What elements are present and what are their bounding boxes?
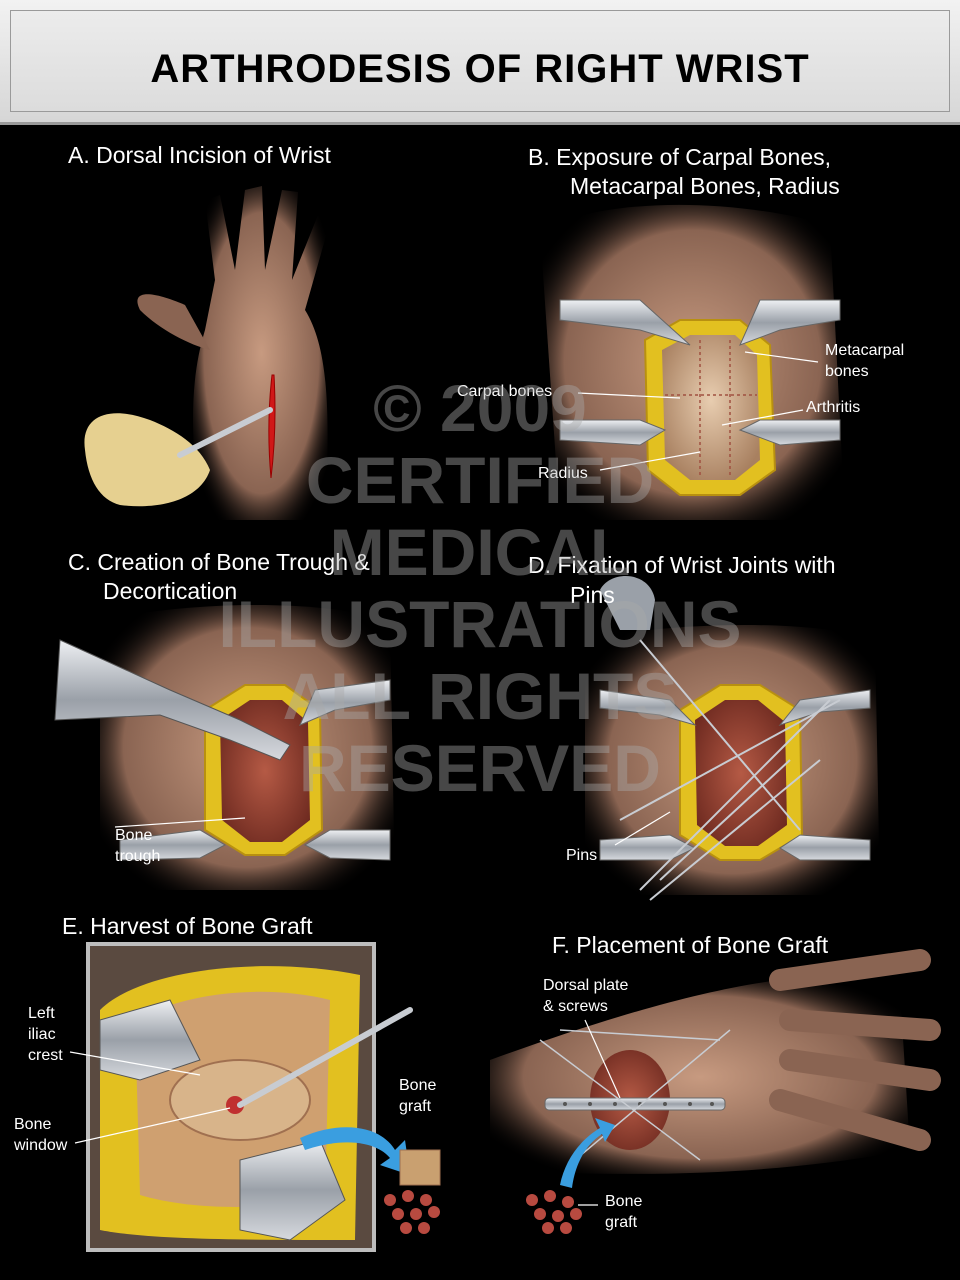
rongeur (54, 639, 291, 761)
label-metacarpal-1: Metacarpal (825, 342, 905, 359)
label-bone-trough-1: Bone (115, 827, 153, 844)
label-iliac-2: iliac (28, 1026, 56, 1043)
retractor-d-4 (779, 834, 871, 861)
dorsal-plate (544, 1097, 726, 1111)
drill (600, 576, 655, 630)
retractor-c-2 (299, 679, 391, 726)
panel-c-title-line2: Decortication (103, 578, 238, 604)
panel-a-illustration (84, 186, 330, 520)
label-iliac-1: Left (28, 1005, 55, 1022)
retractor-b-3 (559, 419, 667, 446)
retractor-c-1 (119, 829, 227, 861)
scalpel (177, 407, 273, 458)
panel-f-title: F. Placement of Bone Graft (552, 932, 829, 958)
carpal-bones-b (662, 335, 760, 480)
label-pins: Pins (566, 847, 598, 864)
thumb-shape (137, 294, 210, 350)
retractor-d-3 (599, 834, 697, 861)
retractor-b-4 (738, 419, 841, 446)
bone-graft-block (399, 1149, 441, 1186)
label-bone-graft-f-2: graft (605, 1214, 638, 1231)
title-frame: ARTHRODESIS OF RIGHT WRIST (10, 10, 950, 112)
panel-f-illustration (490, 949, 941, 1234)
panel-b-title-line2: Metacarpal Bones, Radius (570, 173, 840, 199)
label-carpal-bones: Carpal bones (457, 383, 553, 400)
retractor-c-3 (303, 829, 391, 861)
panel-c-illustration (54, 605, 395, 890)
plate-screws (563, 1102, 714, 1106)
panel-e-title: E. Harvest of Bone Graft (62, 913, 313, 939)
retractor-d-1 (599, 689, 697, 727)
label-bone-graft-e-1: Bone (399, 1077, 437, 1094)
label-radius: Radius (538, 465, 588, 482)
panel-b-title-line1: B. Exposure of Carpal Bones, (528, 144, 831, 170)
panel-e-illustration (69, 942, 441, 1252)
label-metacarpal-2: bones (825, 363, 869, 380)
label-bone-window-2: window (14, 1137, 68, 1154)
arrow-f (560, 1118, 615, 1188)
pins-f (539, 1029, 731, 1161)
label-bone-window-1: Bone (14, 1116, 52, 1133)
gloved-hand (84, 413, 210, 507)
arrow-e (300, 1127, 410, 1175)
label-bone-graft-f-1: Bone (605, 1193, 643, 1210)
bones-d (695, 700, 787, 846)
pins-d (619, 639, 841, 901)
label-dorsal-plate-1: Dorsal plate (543, 977, 629, 994)
page-title: ARTHRODESIS OF RIGHT WRIST (150, 47, 810, 91)
label-bone-trough-2: trough (115, 848, 161, 865)
panel-c-title-line1: C. Creation of Bone Trough & (68, 549, 370, 575)
panel-b-illustration (540, 204, 845, 520)
retractor-b-2 (739, 299, 841, 346)
osteotome (237, 1007, 413, 1108)
label-bone-graft-e-2: graft (399, 1098, 432, 1115)
label-arthritis: Arthritis (806, 399, 861, 416)
label-iliac-3: crest (28, 1047, 63, 1064)
label-dorsal-plate-2: & screws (543, 998, 608, 1015)
hand-shape (193, 186, 330, 520)
title-bar: ARTHRODESIS OF RIGHT WRIST (0, 0, 960, 125)
retractor-b-1 (559, 299, 691, 346)
bone-window-e (226, 1096, 244, 1114)
panel-d-illustration (585, 576, 880, 901)
panel-a-title: A. Dorsal Incision of Wrist (68, 142, 331, 168)
panel-d-title-line1: D. Fixation of Wrist Joints with (528, 552, 836, 578)
bone-chips-f (526, 1190, 582, 1234)
fingers-f (769, 949, 941, 1151)
panel-d-title-line2: Pins (570, 582, 615, 608)
bone-chips-e (384, 1190, 440, 1234)
